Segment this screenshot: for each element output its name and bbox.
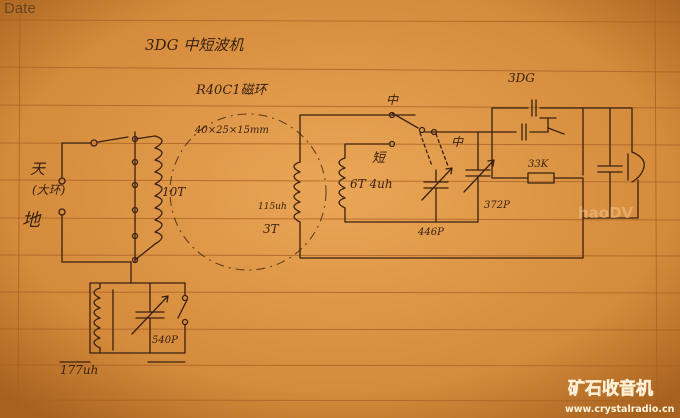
coupling-inductance-label: 115uh — [258, 202, 287, 212]
band-switch — [388, 111, 479, 167]
toroid-core — [169, 113, 327, 271]
detector-transistor — [477, 99, 584, 184]
antenna-sky-label: 天 — [30, 160, 47, 178]
tap-switch-contact — [90, 139, 98, 147]
cap-372p-label: 372P — [484, 200, 510, 211]
cap-446p-label: 446P — [417, 227, 444, 238]
coupling-coil — [293, 114, 584, 259]
tuning-capacitors — [421, 131, 495, 223]
output-stage — [582, 107, 645, 259]
resistor-label: 33K — [528, 159, 549, 170]
schematic-title: 3DG 中短波机 — [145, 36, 244, 54]
switch-sw-label: 短 — [372, 151, 387, 166]
primary-turns-label: 10T — [162, 185, 186, 199]
core-note: R40C1磁环 — [195, 83, 269, 98]
loop-tank — [89, 261, 189, 354]
loop-cap-label: 540P — [152, 335, 178, 346]
switch-mw-label: 中 — [386, 93, 399, 107]
antenna-sky-sublabel: (大环) — [32, 183, 66, 197]
primary-coil — [131, 131, 163, 264]
switch-mw2-label: 中 — [451, 135, 464, 149]
antenna-ground-label: 地 — [22, 210, 42, 231]
core-size: 40×25×15mm — [194, 125, 269, 136]
brand-watermark: 矿石收音机 — [568, 378, 653, 399]
date-label: Date — [4, 0, 36, 17]
site-logo-watermark: haoDV — [578, 204, 634, 222]
antenna-wiring — [58, 136, 132, 263]
brand-url-watermark: www.crystalradio.cn — [565, 404, 675, 415]
earphone — [631, 151, 645, 183]
shortwave-coil-label: 6T 4uh — [350, 177, 393, 191]
shortwave-coil — [338, 143, 479, 223]
transistor-label: 3DG — [508, 71, 535, 85]
coupling-turns-label: 3T — [263, 222, 280, 236]
loop-inductance-label: 177uh — [60, 363, 98, 377]
